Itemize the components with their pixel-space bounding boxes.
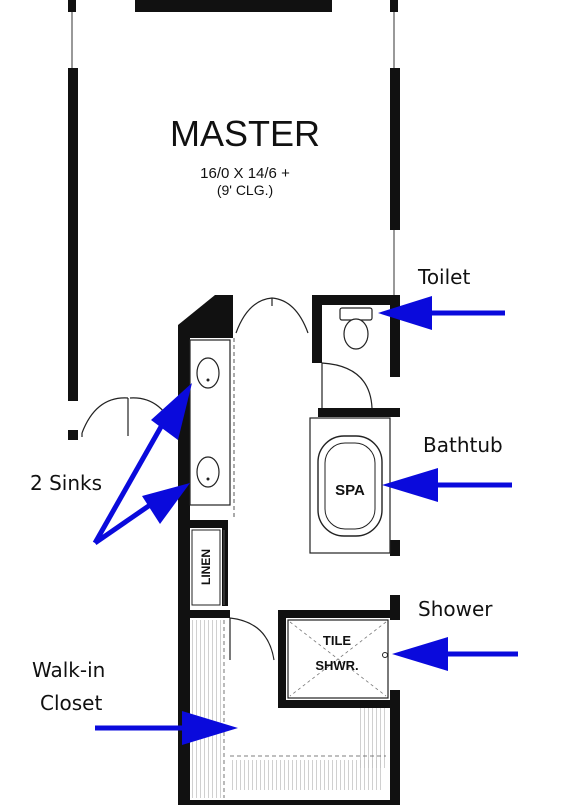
arrow-bathtub bbox=[382, 468, 512, 502]
tile-shower bbox=[287, 619, 389, 699]
bathroom-door bbox=[235, 297, 309, 334]
room-ceiling: (9' CLG.) bbox=[217, 182, 273, 198]
spa-label: SPA bbox=[335, 482, 365, 499]
room-dimensions: 16/0 X 14/6 + bbox=[200, 165, 290, 182]
bathroom-walls bbox=[178, 295, 400, 805]
arrow-shower bbox=[392, 637, 518, 671]
closet-door bbox=[229, 617, 275, 661]
sink-upper bbox=[196, 357, 220, 389]
callout-shower: Shower bbox=[418, 597, 493, 621]
tile-label-line1: TILE bbox=[323, 633, 351, 648]
callout-bathtub: Bathtub bbox=[423, 433, 503, 457]
arrow-toilet bbox=[378, 296, 505, 330]
callout-toilet: Toilet bbox=[417, 265, 470, 289]
room-name: MASTER bbox=[170, 113, 320, 154]
linen-label: LINEN bbox=[199, 549, 213, 585]
closet-shelving bbox=[192, 620, 388, 798]
toilet-door bbox=[321, 362, 373, 409]
thin-wall-lines bbox=[71, 12, 395, 295]
spa-tub bbox=[309, 417, 391, 554]
linen-closet bbox=[191, 529, 225, 606]
master-bedroom-walls bbox=[68, 0, 400, 440]
arrow-closet bbox=[95, 711, 238, 745]
toilet bbox=[339, 307, 373, 350]
arrow-sink-lower bbox=[93, 483, 190, 546]
arrow-sink-upper bbox=[92, 383, 192, 545]
callout-sinks: 2 Sinks bbox=[30, 471, 102, 495]
sink-lower bbox=[196, 456, 220, 488]
callout-closet-line2: Closet bbox=[40, 691, 102, 715]
tile-label-line2: SHWR. bbox=[315, 658, 358, 673]
callout-closet-line1: Walk-in bbox=[32, 658, 105, 682]
